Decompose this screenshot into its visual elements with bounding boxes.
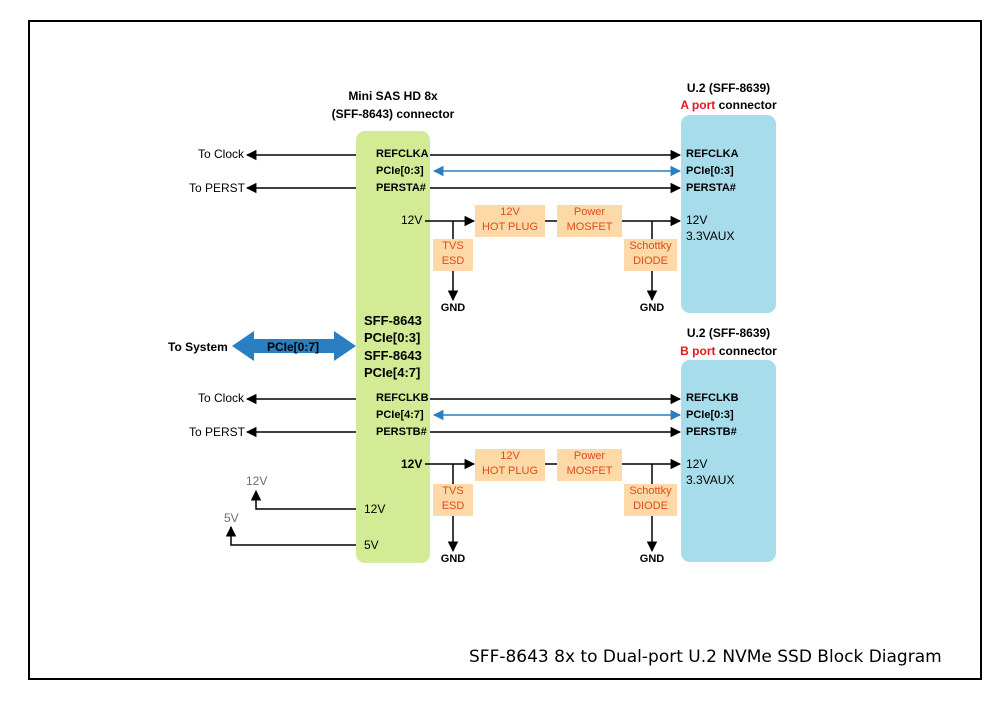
diagram-frame: [28, 20, 982, 680]
u2-b-power-12v: 12V: [686, 457, 708, 471]
mini-sas-pin-perstb: PERSTB#: [376, 426, 427, 438]
schottky-b-line1: Schottky: [629, 485, 672, 497]
tvs-b-line1: TVS: [442, 485, 464, 497]
u2-b-port-label: B port: [680, 344, 716, 358]
mosfet-a-line1: Power: [573, 206, 606, 218]
diagram-title: SFF-8643 8x to Dual-port U.2 NVMe SSD Bl…: [469, 647, 942, 667]
u2-a-port-label: A port: [680, 98, 716, 112]
mini-sas-pin-pcie-a: PCIe[0:3]: [376, 165, 424, 177]
u2-a-pin-persta: PERSTA#: [686, 182, 736, 194]
u2-a-power-3v3aux: 3.3VAUX: [686, 229, 735, 243]
schottky-a-line2: DIODE: [633, 255, 668, 267]
pcie-bus-arrow: [232, 331, 356, 361]
hot-plug-a-box: 12V HOT PLUG: [475, 205, 545, 237]
mini-sas-pin-refclka: REFCLKA: [376, 148, 429, 160]
mini-sas-pin-refclkb: REFCLKB: [376, 392, 429, 404]
u2-b-port-heading: B port connector: [651, 344, 806, 358]
u2-a-pin-pcie: PCIe[0:3]: [686, 165, 734, 177]
mini-sas-12v-in: 12V: [364, 502, 386, 516]
u2-a-power-12v: 12V: [686, 213, 708, 227]
schottky-a-line1: Schottky: [629, 240, 672, 252]
mini-sas-system-line2: PCIe[0:3]: [364, 330, 421, 345]
hot-plug-b-box: 12V HOT PLUG: [475, 449, 545, 481]
mini-sas-connector-block: [356, 131, 430, 563]
u2-a-title: U.2 (SFF-8639): [686, 81, 771, 95]
u2-b-port-suffix: connector: [718, 344, 777, 358]
u2-b-pin-perstb: PERSTB#: [686, 426, 737, 438]
mini-sas-pin-persta: PERSTA#: [376, 182, 426, 194]
v12-input-line: [250, 489, 356, 510]
mini-sas-12v-b: 12V: [401, 457, 423, 471]
to-clock-b-label: To Clock: [198, 391, 245, 405]
gnd-b1-label: GND: [440, 553, 466, 565]
tvs-esd-a-box: TVS ESD: [433, 239, 473, 271]
mini-sas-title-line1: Mini SAS HD 8x: [348, 89, 438, 103]
u2-b-power-3v3aux: 3.3VAUX: [686, 473, 735, 487]
u2-b-title: U.2 (SFF-8639): [686, 326, 771, 340]
u2-a-port-heading: A port connector: [651, 98, 806, 112]
mosfet-b-line1: Power: [573, 450, 606, 462]
v12-source-label: 12V: [246, 474, 268, 488]
mini-sas-system-line1: SFF-8643: [364, 313, 422, 328]
mini-sas-system-line4: PCIe[4:7]: [364, 365, 421, 380]
u2-b-pin-pcie: PCIe[0:3]: [686, 409, 734, 421]
u2-a-pin-refclka: REFCLKA: [686, 148, 739, 160]
schottky-b-line2: DIODE: [633, 500, 668, 512]
mini-sas-12v-a: 12V: [401, 213, 423, 227]
mini-sas-pin-pcie-b: PCIe[4:7]: [376, 409, 424, 421]
mini-sas-title-line2: (SFF-8643) connector: [331, 107, 455, 121]
to-perst-b-label: To PERST: [189, 425, 246, 439]
hot-plug-b-line1: 12V: [500, 450, 520, 462]
gnd-a1-label: GND: [440, 302, 466, 314]
tvs-a-line2: ESD: [441, 255, 465, 267]
u2-port-b-block: [681, 360, 776, 562]
pcie-bus-label: PCIe[0:7]: [267, 340, 320, 354]
v5-input-line: [225, 525, 356, 546]
tvs-a-line1: TVS: [442, 240, 464, 252]
tvs-esd-b-box: TVS ESD: [433, 484, 473, 516]
u2-b-pin-refclkb: REFCLKB: [686, 392, 739, 404]
tvs-b-line2: ESD: [441, 500, 465, 512]
mosfet-a-line2: MOSFET: [566, 221, 613, 233]
to-perst-a-label: To PERST: [189, 181, 246, 195]
hot-plug-a-line1: 12V: [500, 206, 520, 218]
to-clock-a-label: To Clock: [198, 147, 245, 161]
u2-a-port-suffix: connector: [718, 98, 777, 112]
hot-plug-b-line2: HOT PLUG: [481, 465, 539, 477]
mini-sas-5v-in: 5V: [364, 538, 379, 552]
v5-source-label: 5V: [224, 511, 239, 525]
hot-plug-a-line2: HOT PLUG: [481, 221, 539, 233]
gnd-b2-label: GND: [639, 553, 665, 565]
mosfet-b-line2: MOSFET: [566, 465, 613, 477]
mini-sas-system-line3: SFF-8643: [364, 348, 422, 363]
gnd-a2-label: GND: [639, 302, 665, 314]
to-system-label: To System: [168, 340, 228, 354]
u2-port-a-block: [681, 115, 776, 313]
